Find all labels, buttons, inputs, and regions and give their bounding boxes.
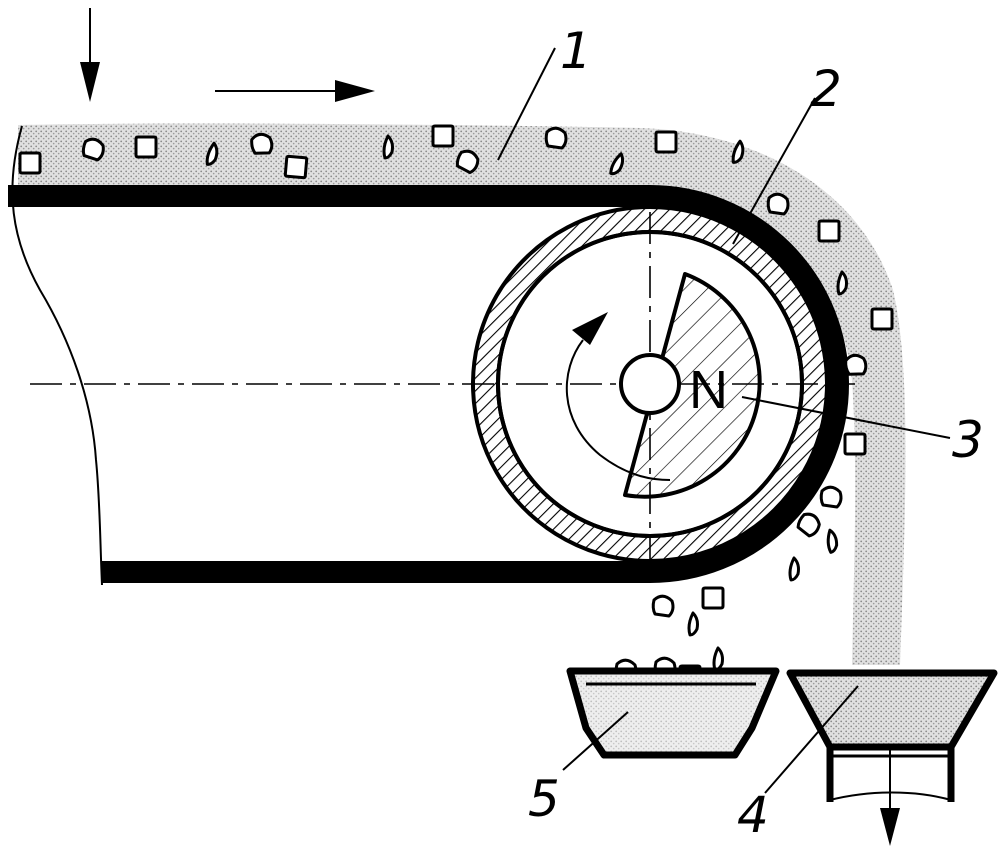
- callout-5: 5: [528, 770, 560, 828]
- magnetic-particle: [817, 219, 841, 243]
- magnetic-particle: [766, 192, 790, 216]
- arrow-right-icon: [215, 80, 375, 102]
- callout-3: 3: [952, 411, 984, 469]
- magnetic-particle: [455, 149, 480, 175]
- magnetic-particle: [134, 135, 158, 159]
- belt-break-line: [11, 125, 103, 586]
- conveyor-belt: [8, 185, 849, 583]
- magnetic-particle: [651, 594, 675, 618]
- magnetic-particle: [870, 307, 894, 331]
- magnetic-particle: [654, 130, 678, 154]
- arrow-down-icon: [880, 748, 900, 846]
- magnetic-particle: [687, 611, 699, 637]
- magnetic-particle: [18, 151, 42, 175]
- magnetic-product-bin: [566, 667, 780, 759]
- magnet-sector: [623, 272, 762, 499]
- magnetic-particle: [283, 154, 309, 180]
- magnetic-particle: [205, 141, 219, 166]
- magnetic-particle: [826, 528, 839, 554]
- callout-1: 1: [560, 22, 592, 80]
- magnetic-particle: [431, 124, 455, 148]
- curved-arrow-icon: [565, 312, 671, 481]
- magnetic-particle: [843, 432, 867, 456]
- leader-lines: [497, 47, 951, 794]
- magnetic-particle: [609, 152, 625, 176]
- callout-4: 4: [737, 786, 769, 844]
- magnetic-particle: [701, 586, 725, 610]
- callout-2: 2: [810, 60, 842, 118]
- magnetic-particle: [788, 556, 800, 582]
- magnetic-particle: [844, 353, 868, 376]
- arrow-down-icon: [80, 8, 100, 102]
- magnetic-particle: [544, 126, 568, 150]
- fine-material-layer: [18, 123, 906, 666]
- magnetic-particle: [796, 512, 821, 538]
- magnetic-particle: [382, 134, 394, 160]
- non-magnetic-product-bin: [786, 669, 998, 802]
- magnetic-particle: [250, 132, 274, 155]
- magnetic-particle: [819, 485, 843, 509]
- magnet-pole-label: N: [689, 360, 728, 420]
- magnetic-particle: [712, 646, 724, 672]
- drum-shaft: [619, 353, 681, 415]
- magnetic-particle: [836, 270, 848, 296]
- magnetic-particle: [731, 139, 745, 164]
- magnetic-particle: [81, 137, 105, 162]
